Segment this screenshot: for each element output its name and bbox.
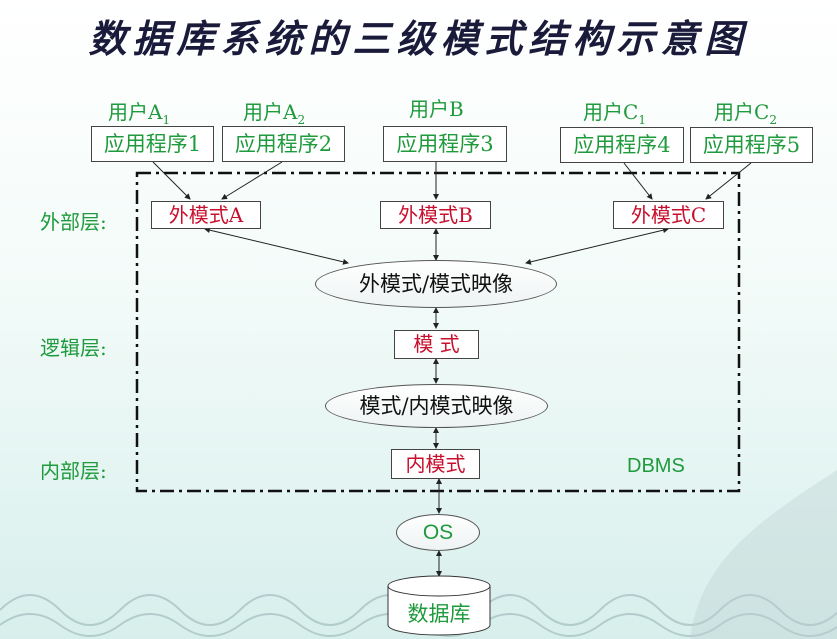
user-c2-sub: 2 [769, 113, 777, 127]
user-a1: 用户A1 [108, 96, 170, 127]
os-node: OS [396, 514, 480, 551]
external-schema-b: 外模式B [380, 201, 491, 229]
user-b-label: 用户B [409, 97, 464, 121]
app-2: 应用程序2 [222, 126, 345, 162]
user-c2: 用户C2 [714, 96, 777, 127]
external-schema-a: 外模式A [151, 201, 261, 229]
internal-schema: 内模式 [391, 449, 480, 479]
schema: 模 式 [394, 330, 479, 359]
arrow-app5-extC [705, 162, 752, 200]
app-3: 应用程序3 [383, 126, 507, 162]
dbms-label: DBMS [627, 455, 685, 477]
external-schema-mapping: 外模式/模式映像 [315, 260, 557, 308]
arrow-app4-extC [623, 162, 653, 200]
layer-logical-label: 逻辑层: [40, 336, 107, 360]
arrow-extC-map [525, 227, 669, 265]
user-a2-label: 用户A [243, 100, 298, 124]
layer-external-label: 外部层: [40, 210, 107, 234]
internal-schema-mapping: 模式/内模式映像 [325, 384, 548, 428]
user-c2-label: 用户C [714, 100, 770, 124]
user-c1: 用户C1 [583, 96, 646, 127]
user-a1-sub: 1 [162, 113, 171, 127]
app-1: 应用程序1 [91, 126, 214, 162]
user-a1-label: 用户A [108, 100, 163, 124]
user-c1-sub: 1 [638, 113, 646, 127]
arrow-extA-map [204, 227, 349, 265]
user-b: 用户B [409, 93, 464, 122]
database-cylinder [387, 575, 491, 636]
user-c1-label: 用户C [583, 100, 639, 124]
user-a2-sub: 2 [297, 113, 306, 127]
user-a2: 用户A2 [243, 96, 305, 127]
database-label: 数据库 [407, 602, 471, 626]
arrow-app1-extA [152, 161, 191, 200]
layer-internal-label: 内部层: [40, 459, 107, 483]
app-4: 应用程序4 [560, 127, 684, 163]
app-5: 应用程序5 [690, 127, 813, 163]
arrow-app2-extA [221, 161, 283, 200]
diagram-title: 数据库系统的三级模式结构示意图 [88, 16, 749, 61]
external-schema-c: 外模式C [613, 201, 724, 229]
